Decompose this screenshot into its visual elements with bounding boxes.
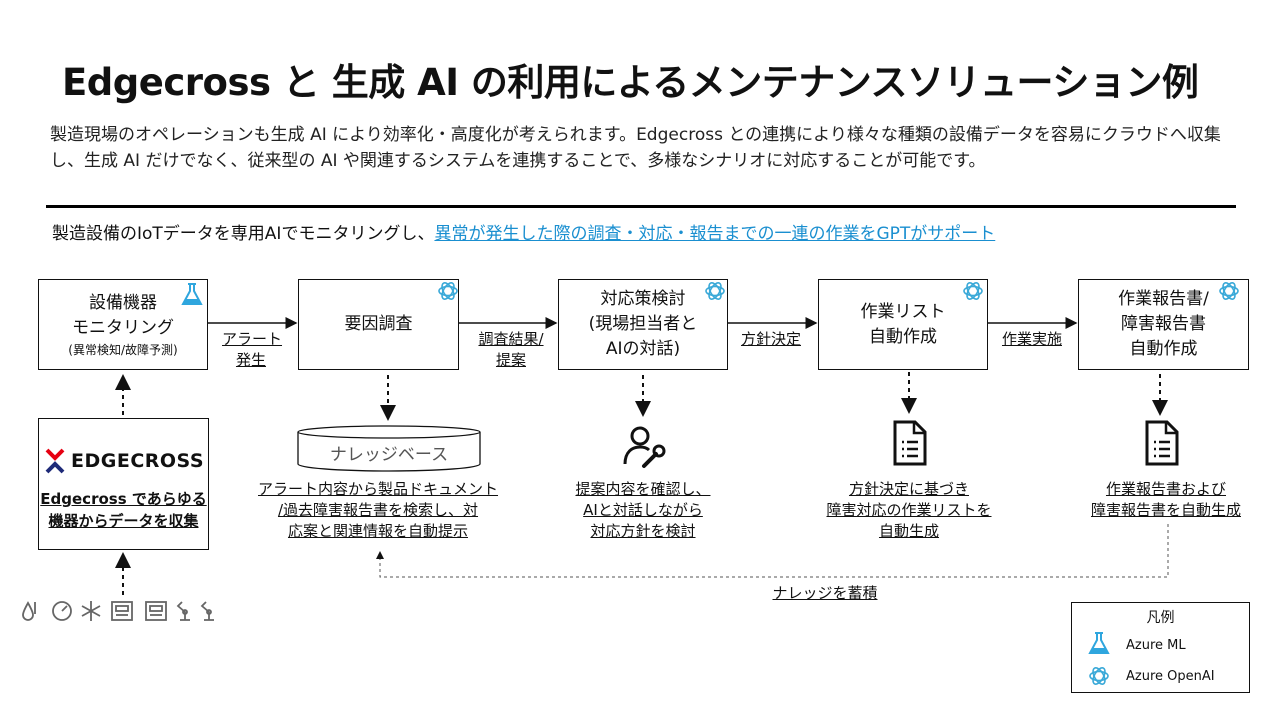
control-panel-icon — [111, 601, 133, 621]
document-icon — [1145, 420, 1179, 466]
asterisk-icon — [81, 601, 101, 621]
step-work-list[interactable]: 作業リスト 自動作成 — [818, 279, 988, 370]
legend: 凡例 Azure ML Azure OpenAI — [1071, 602, 1250, 693]
edgecross-box[interactable] — [38, 418, 209, 550]
edge-label-investigation-result: 調査結果/提案 — [478, 330, 544, 369]
azure-openai-icon — [438, 282, 458, 300]
step-cause-investigation[interactable]: 要因調査 — [298, 279, 459, 370]
step-label: 設備機器 — [89, 292, 157, 313]
step-label: 自動作成 — [869, 326, 937, 347]
description: 製造現場のオペレーションも生成 AI により効率化・高度化が考えられます。Edg… — [50, 125, 1221, 171]
gauge-icon — [52, 601, 72, 621]
person-wrench-icon — [623, 426, 666, 468]
water-sensor-icon — [22, 601, 36, 621]
step-countermeasure[interactable]: 対応策検討 (現場担当者と AIの対話) — [558, 279, 728, 370]
caption-knowledge-search: アラート内容から製品ドキュメント/過去障害報告書を検索し、対応案と関連情報を自動… — [258, 480, 499, 540]
knowledge-base-label: ナレッジベース — [329, 445, 449, 465]
step-note: (異常検知/故障予測) — [68, 342, 178, 357]
step-reports[interactable]: 作業報告書/ 障害報告書 自動作成 — [1078, 279, 1249, 370]
robot-arm-icon — [200, 601, 214, 621]
step-label: 作業リスト — [860, 301, 946, 322]
edge-label-alert: アラート発生 — [222, 330, 283, 369]
subtitle: 製造設備のIoTデータを専用AIでモニタリングし、異常が発生した際の調査・対応・… — [52, 219, 995, 244]
legend-item-label: Azure OpenAI — [1126, 669, 1215, 684]
step-label: AIの対話) — [605, 339, 681, 359]
caption-work-list: 方針決定に基づき障害対応の作業リストを自動生成 — [826, 480, 992, 540]
control-panel-icon — [145, 601, 167, 621]
device-icons — [22, 601, 214, 621]
subtitle-prefix: 製造設備のIoTデータを専用AIでモニタリングし、 — [52, 224, 435, 244]
feedback-loop — [376, 524, 1169, 578]
step-label: 作業報告書/ — [1118, 289, 1209, 309]
legend-item-label: Azure ML — [1126, 638, 1186, 653]
step-label: 障害報告書 — [1121, 314, 1206, 334]
document-icon — [893, 420, 927, 466]
azure-ml-icon — [1088, 632, 1110, 654]
edge-label-work-execution: 作業実施 — [1001, 330, 1062, 348]
step-label: モニタリング — [72, 317, 174, 338]
azure-openai-icon — [1219, 282, 1239, 300]
step-label: 要因調査 — [344, 314, 413, 334]
azure-ml-icon — [181, 283, 203, 305]
feedback-label: ナレッジを蓄積 — [772, 584, 878, 602]
azure-openai-icon — [963, 282, 983, 300]
caption-dialogue: 提案内容を確認し、AIと対話しながら対応方針を検討 — [575, 480, 711, 540]
step-label: (現場担当者と — [588, 314, 698, 334]
step-label: 対応策検討 — [600, 289, 686, 309]
page-title: Edgecross と 生成 AI の利用によるメンテナンスソリューション例 — [62, 61, 1199, 104]
step-monitoring[interactable]: 設備機器 モニタリング (異常検知/故障予測) — [38, 279, 208, 370]
azure-openai-icon — [1089, 667, 1109, 685]
azure-openai-icon — [705, 282, 725, 300]
edgecross-caption: Edgecross であらゆる機器からデータを収集 — [40, 490, 207, 530]
robot-arm-icon — [176, 601, 190, 621]
subtitle-link[interactable]: 異常が発生した際の調査・対応・報告までの一連の作業をGPTがサポート — [434, 224, 996, 244]
edgecross-logo: EDGECROSS — [45, 447, 204, 475]
step-label: 自動作成 — [1129, 339, 1198, 359]
edge-label-policy-decision: 方針決定 — [740, 330, 801, 348]
edgecross-mark-icon — [45, 448, 65, 474]
edgecross-logo-text: EDGECROSS — [71, 450, 205, 472]
caption-reports: 作業報告書および障害報告書を自動生成 — [1090, 480, 1241, 519]
knowledge-base-cylinder[interactable] — [296, 424, 482, 474]
divider — [46, 205, 1236, 208]
legend-title: 凡例 — [1146, 610, 1175, 626]
